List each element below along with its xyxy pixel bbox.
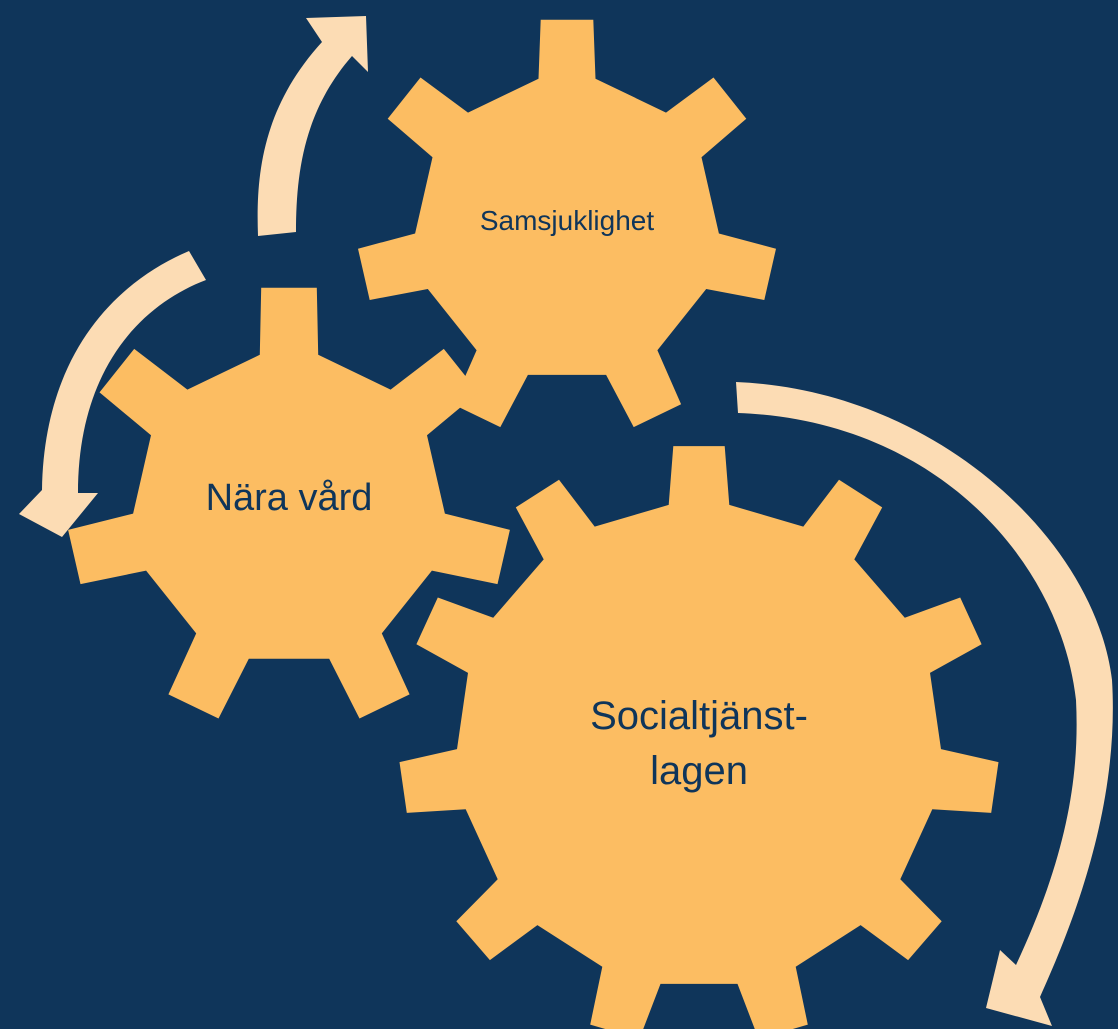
gear-label-nara-vard: Nära vård	[206, 477, 373, 519]
gear-label-socialtjanstlagen-line2: lagen	[650, 749, 748, 793]
gear-samsjuklighet	[358, 19, 776, 428]
gear-label-samsjuklighet: Samsjuklighet	[480, 205, 655, 236]
cycle-arrow-right	[736, 382, 1113, 1026]
gear-nara-vard	[68, 287, 510, 719]
gear-socialtjanstlagen	[399, 446, 999, 1029]
gear-label-socialtjanstlagen-line1: Socialtjänst-	[590, 694, 808, 738]
cycle-arrow-upper-left	[257, 16, 368, 236]
cycle-arrow-left	[19, 251, 206, 537]
